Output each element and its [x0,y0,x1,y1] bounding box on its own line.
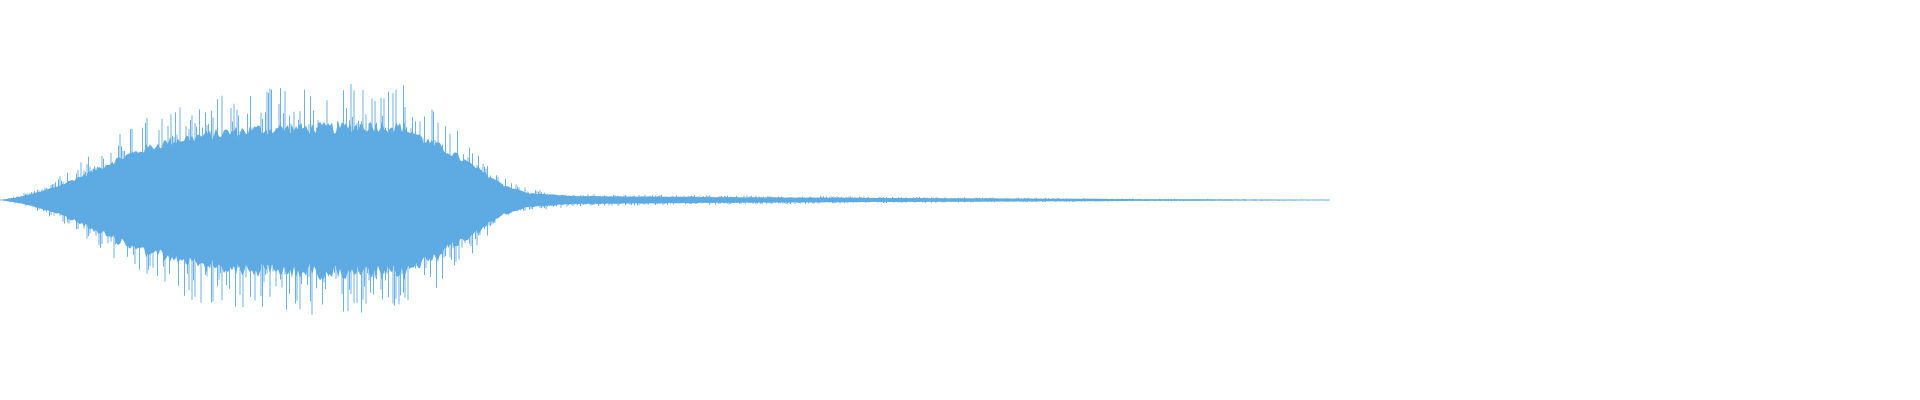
waveform-spikes [1,84,1330,315]
waveform-body [0,121,1330,281]
